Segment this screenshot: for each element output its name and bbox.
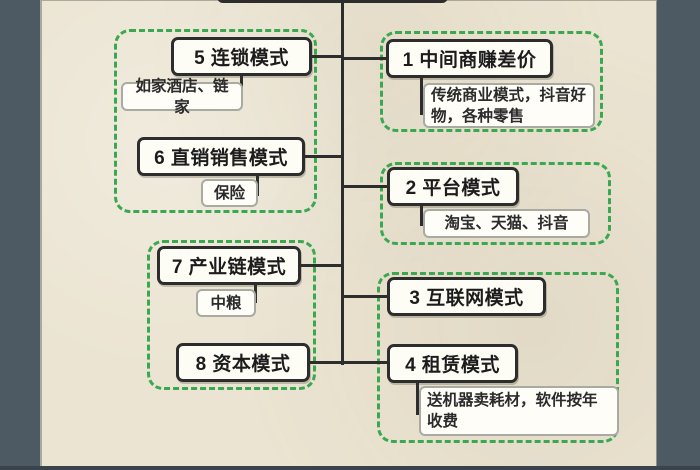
- sub-connector-1: [420, 77, 423, 115]
- node-box-7: 7 产业链模式: [157, 246, 301, 285]
- sub-connector-4: [416, 381, 419, 415]
- group-border-left-bottom: [147, 240, 316, 390]
- sub-box-4: 送机器卖耗材，软件按年收费: [419, 386, 619, 436]
- node-label-2: 2 平台模式: [405, 178, 501, 199]
- sub-box-6: 保险: [201, 179, 258, 207]
- sub-box-7: 中粮: [196, 289, 256, 317]
- sub-box-5: 如家酒店、链家: [121, 78, 243, 116]
- sub-box-2: 淘宝、天猫、抖音: [423, 209, 590, 238]
- root-node-stub: [217, 0, 448, 3]
- connector-line-5: [310, 55, 343, 58]
- node-box-3: 3 互联网模式: [387, 277, 546, 316]
- connector-line-2: [342, 185, 388, 188]
- sub-connector-2: [420, 204, 423, 226]
- node-box-5: 5 连锁模式: [171, 37, 312, 76]
- group-border-right-2: [380, 162, 611, 245]
- connector-line-7: [298, 264, 343, 267]
- node-box-4: 4 租赁模式: [387, 344, 518, 383]
- connector-line-6: [302, 155, 343, 158]
- node-box-8: 8 资本模式: [176, 343, 310, 382]
- group-border-right-1: [380, 31, 603, 132]
- node-label-6: 6 直销销售模式: [154, 148, 288, 169]
- node-label-1: 1 中间商赚差价: [402, 50, 537, 71]
- center-trunk-line: [341, 0, 344, 365]
- connector-line-3: [342, 295, 388, 298]
- node-label-4: 4 租赁模式: [405, 355, 500, 376]
- connector-line-1: [342, 57, 388, 60]
- group-border-left-top: [114, 29, 317, 213]
- node-label-5: 5 连锁模式: [194, 48, 289, 69]
- node-label-8: 8 资本模式: [195, 354, 291, 375]
- node-label-7: 7 产业链模式: [171, 257, 287, 278]
- connector-line-4: [342, 361, 388, 364]
- bottom-letterbox-strip: [0, 466, 700, 470]
- connector-line-8: [298, 361, 343, 364]
- node-box-2: 2 平台模式: [387, 167, 519, 206]
- node-box-6: 6 直销销售模式: [137, 137, 305, 176]
- node-label-3: 3 互联网模式: [409, 288, 524, 309]
- group-border-right-3: [377, 272, 619, 443]
- node-box-1: 1 中间商赚差价: [386, 39, 553, 78]
- sub-box-1: 传统商业模式，抖音好物，各种零售: [423, 83, 595, 128]
